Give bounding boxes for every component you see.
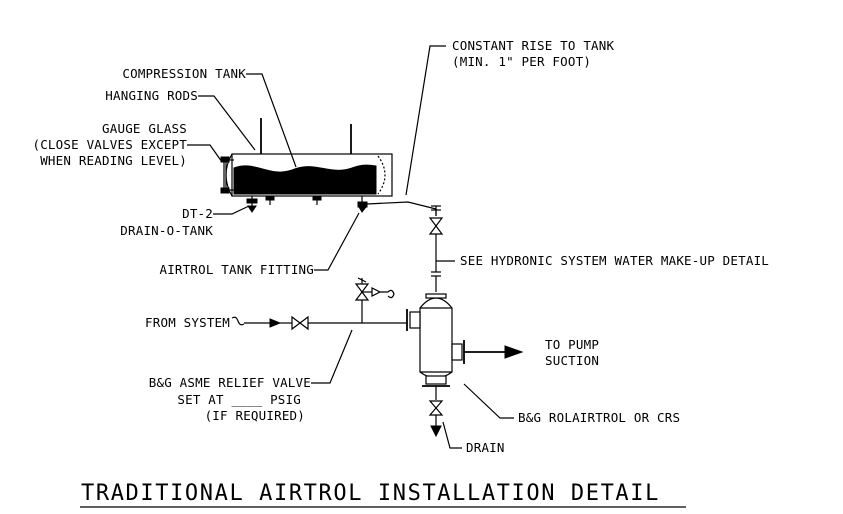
label-airtrol-tank-fitting: AIRTROL TANK FITTING (159, 262, 314, 277)
label-constant-rise: CONSTANT RISE TO TANK (452, 38, 615, 53)
label-relief-required: (IF REQUIRED) (205, 408, 305, 423)
label-gauge-glass-note-2: WHEN READING LEVEL) (40, 153, 187, 168)
gauge-glass (220, 156, 234, 194)
label-pump-suction: SUCTION (545, 353, 599, 368)
leader-lines (187, 45, 514, 449)
label-makeup-detail: SEE HYDRONIC SYSTEM WATER MAKE-UP DETAIL (460, 253, 769, 268)
relief-valve (354, 277, 395, 323)
from-system-pipe (231, 315, 407, 331)
gate-valve-inlet (291, 315, 309, 331)
drain-o-tank-fitting (246, 196, 258, 213)
label-gauge-glass-note: (CLOSE VALVES EXCEPT (32, 137, 187, 152)
rise-pipe (366, 201, 437, 216)
gate-valve-upper (428, 217, 444, 235)
label-gauge-glass: GAUGE GLASS (102, 121, 187, 136)
label-relief-valve: B&G ASME RELIEF VALVE (149, 375, 311, 390)
tank-bottom-fitting (265, 195, 322, 205)
airtrol-tank-fitting (357, 196, 368, 213)
gate-valve-drain (428, 400, 444, 416)
label-constant-rise-note: (MIN. 1" PER FOOT) (452, 54, 591, 69)
label-to-pump: TO PUMP (545, 337, 599, 352)
vertical-makeup-pipe (428, 205, 444, 292)
label-rolairtrol: B&G ROLAIRTROL OR CRS (518, 410, 680, 425)
label-from-system: FROM SYSTEM (145, 315, 230, 330)
label-drain: DRAIN (466, 440, 505, 455)
label-hanging-rods: HANGING RODS (105, 88, 198, 103)
compression-tank (220, 118, 393, 213)
rolairtrol-separator (406, 293, 465, 387)
label-drain-o-tank: DRAIN-O-TANK (120, 223, 213, 238)
label-relief-set: SET AT ____ PSIG (177, 392, 301, 407)
label-dt2: DT-2 (182, 206, 213, 221)
diagram-title: TRADITIONAL AIRTROL INSTALLATION DETAIL (81, 481, 660, 506)
pipe-break-symbol (231, 316, 245, 326)
tank-water-level (233, 164, 377, 195)
drain-line (428, 386, 444, 438)
label-compression-tank: COMPRESSION TANK (122, 66, 246, 81)
to-pump-arrow (464, 345, 524, 359)
